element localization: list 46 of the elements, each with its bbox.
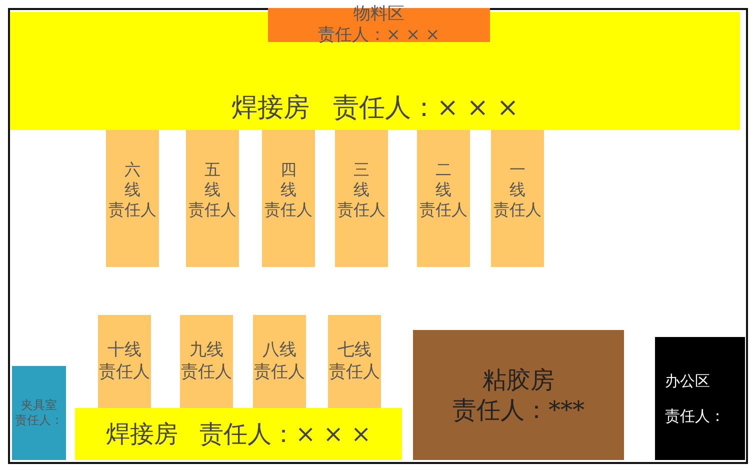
person-in-charge-label: 责任人 [494,200,542,220]
area-name: 六线 [124,160,142,200]
person-in-charge-label: 责任人： [15,413,63,428]
person-in-charge-label: 责任人 [329,362,380,383]
area-name: 四线 [280,160,298,200]
person-in-charge-label: 责任人： [665,406,725,426]
area-name: 焊接房 [106,419,178,449]
line-block [106,130,159,267]
person-in-charge-label: 责任人：*** [452,395,584,425]
line-block [186,130,239,267]
area-block [12,366,66,460]
area-name: 办公区 [665,372,710,390]
person-in-charge-label: 责任人：× × × [332,92,519,124]
line-block [335,130,388,267]
area-name: 九线 [190,340,224,362]
line-block [417,130,470,267]
person-in-charge-label: 责任人 [338,200,386,220]
area-name: 二线 [434,160,452,200]
area-name: 夹具室 [21,398,57,413]
line-block [262,130,315,267]
area-block [413,330,624,460]
person-in-charge-label: 责任人 [108,200,156,220]
line-block [180,315,233,408]
area-name: 粘胶房 [482,365,554,395]
area-name: 物料区 [354,4,404,25]
area-name: 八线 [262,340,296,362]
person-in-charge-label: 责任人 [420,200,468,220]
workshop-area [75,408,402,460]
area-name: 五线 [204,160,222,200]
line-block [491,130,544,267]
person-in-charge-label: 责任人 [181,362,232,383]
person-in-charge-label: 责任人 [188,200,236,220]
area-name: 一线 [508,160,526,200]
area-name: 三线 [352,160,370,200]
person-in-charge-label: 责任人：× × × [318,25,440,46]
person-in-charge-label: 责任人 [254,362,305,383]
person-in-charge-label: 责任人 [264,200,312,220]
area-name: 十线 [108,340,142,362]
line-block [98,315,151,408]
area-name: 七线 [338,340,372,362]
person-in-charge-label: 责任人 [99,362,150,383]
person-in-charge-label: 责任人：× × × [200,419,372,449]
line-block [253,315,306,408]
line-block [328,315,381,408]
area-block [655,337,745,460]
area-name: 焊接房 [231,92,310,124]
